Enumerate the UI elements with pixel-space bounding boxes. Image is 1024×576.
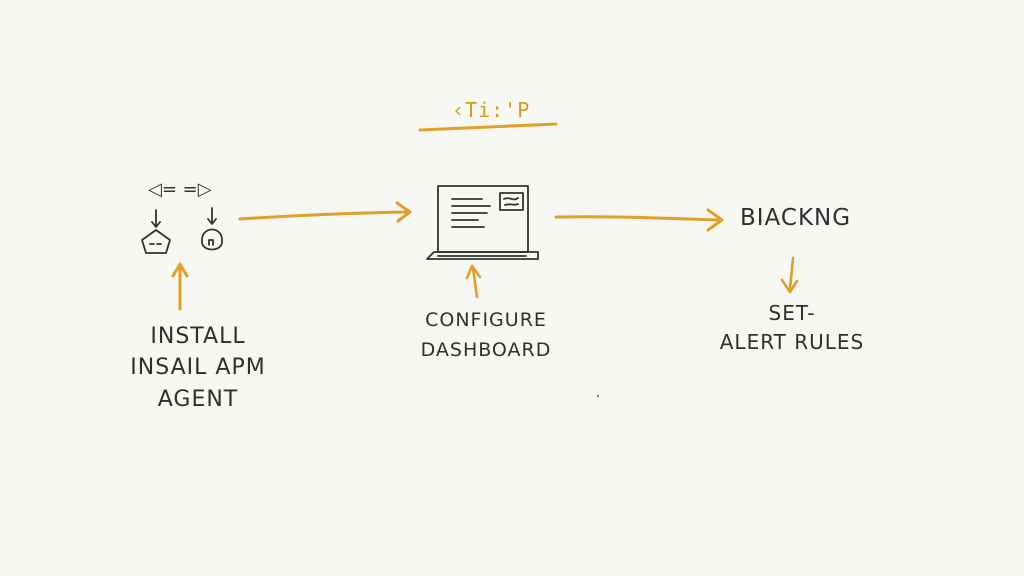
alert-line-1: SET-: [768, 301, 816, 325]
top-left-glyphs: ◁= =▷: [148, 179, 212, 200]
small-dot: [596, 394, 600, 398]
arrow-tracking-down: [780, 256, 799, 294]
install-label: INSTALL INSAIL APM AGENT: [128, 324, 268, 418]
configure-line-2: DASHBOARD: [420, 338, 552, 361]
configure-label: CONFIGURE DASHBOARD: [418, 309, 554, 370]
agent-device-icon: [201, 207, 223, 251]
tip-label: ‹Ti:'P: [452, 98, 531, 122]
agent-node-icon: [141, 209, 171, 254]
alert-line-2: ALERT RULES: [719, 330, 865, 354]
arrow-configure-up: [465, 264, 482, 299]
configure-line-1: CONFIGURE: [425, 309, 547, 331]
install-line-1: INSTALL: [150, 324, 246, 349]
tracking-label: BIACKNG: [740, 205, 852, 231]
install-line-3: AGENT: [157, 386, 239, 412]
dashboard-monitor-icon: [426, 185, 539, 260]
alert-label: SET- ALERT RULES: [718, 302, 866, 360]
tip-underline: [418, 122, 558, 132]
arrow-configure-to-tracking: [554, 208, 724, 232]
arrow-install-to-configure: [238, 201, 412, 223]
install-line-2: INSAIL APM: [130, 355, 266, 381]
arrow-install-up: [171, 262, 189, 311]
